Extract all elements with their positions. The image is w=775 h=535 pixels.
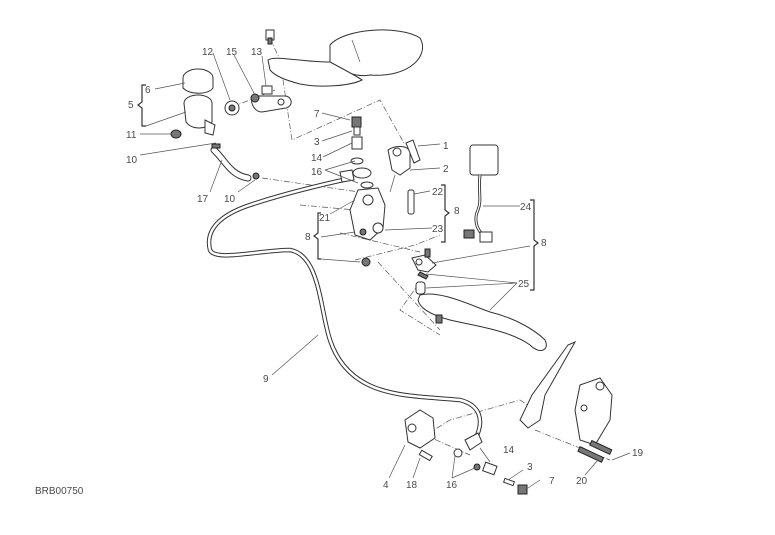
callout-21: 21	[319, 213, 331, 224]
callout-10: 10	[126, 155, 138, 166]
callout-16: 16	[311, 167, 323, 178]
fluid-reservoir	[170, 68, 292, 139]
callout-12: 12	[202, 47, 214, 58]
clutch-switch	[463, 144, 499, 243]
alignment-lines	[231, 37, 611, 461]
callout-6: 6	[145, 85, 151, 96]
callout-15: 15	[226, 47, 238, 58]
callout-22: 22	[432, 187, 444, 198]
callout-5: 5	[128, 100, 134, 111]
callout-8: 8	[454, 206, 460, 217]
callout-17: 17	[197, 194, 209, 205]
callout-1: 1	[443, 141, 449, 152]
diagram-code: BRB00750	[35, 486, 84, 497]
callout-14: 14	[503, 445, 515, 456]
callout-4: 4	[383, 480, 389, 491]
callout-7: 7	[549, 476, 555, 487]
callout-16: 16	[446, 480, 458, 491]
reservoir-hose	[210, 143, 260, 182]
handlebar-lever-top	[265, 29, 423, 87]
callout-3: 3	[314, 137, 320, 148]
callout-25: 25	[518, 279, 530, 290]
hydraulic-line	[206, 169, 483, 451]
clutch-lever	[411, 248, 547, 351]
callout-19: 19	[632, 448, 644, 459]
slave-cylinder	[404, 409, 528, 495]
callout-11: 11	[126, 130, 137, 141]
leader-lines	[139, 52, 631, 491]
callout-2: 2	[443, 164, 449, 175]
callout-3: 3	[527, 462, 533, 473]
callout-7: 7	[314, 109, 320, 120]
callout-labels: 12 15 13 6 5 11 10 17 10 7 3 14 16 1 2 2…	[126, 47, 644, 491]
callout-10: 10	[224, 194, 236, 205]
group-brackets	[137, 84, 539, 291]
callout-24: 24	[520, 202, 532, 213]
master-cylinder	[349, 116, 421, 267]
callout-18: 18	[406, 480, 418, 491]
callout-8: 8	[305, 232, 311, 243]
callout-20: 20	[576, 476, 588, 487]
callout-13: 13	[251, 47, 263, 58]
callout-8: 8	[541, 238, 547, 249]
callout-23: 23	[432, 224, 444, 235]
mounting-bracket	[519, 340, 613, 463]
callout-14: 14	[311, 153, 323, 164]
callout-9: 9	[263, 374, 269, 385]
